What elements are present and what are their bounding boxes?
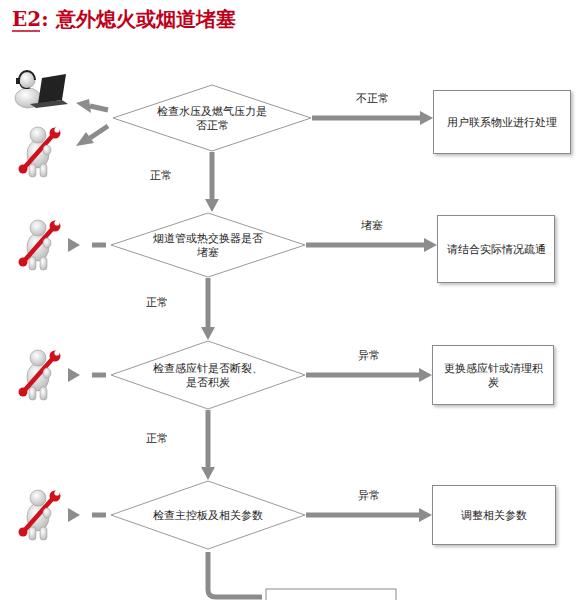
flow-arrow	[306, 238, 437, 252]
operator-icon	[15, 71, 68, 108]
edge-label: 正常	[144, 432, 170, 446]
edge-label: 正常	[144, 296, 170, 310]
flow-arrow	[306, 368, 432, 382]
node-text: 调整相关参数	[461, 508, 527, 522]
technician-icon	[19, 127, 61, 177]
process-box: 用户联系物业进行处理	[433, 90, 571, 154]
flow-arrow	[312, 111, 433, 125]
process-box: 请结合实际情况疏通	[437, 215, 555, 283]
node-text: 检查水压及燃气压力是否正常	[156, 104, 268, 132]
technician-icon	[19, 220, 61, 270]
technician-icon	[19, 350, 61, 400]
edge-label: 异常	[356, 489, 382, 503]
flow-arrow	[201, 278, 215, 340]
icon-arrows	[90, 106, 108, 515]
flow-arrow	[205, 152, 219, 212]
diamond-outline	[110, 340, 306, 410]
diamond-outline	[112, 84, 312, 152]
diagram-title: E2: 意外熄火或烟道堵塞	[12, 6, 236, 33]
edge-label: 异常	[356, 349, 382, 363]
node-text: 请结合实际情况疏通	[447, 242, 546, 256]
process-box: 更换感应针或清理积炭	[432, 345, 554, 405]
node-text: 检查感应针是否断裂、是否积炭	[153, 361, 263, 389]
decision-diamond: 检查水压及燃气压力是否正常	[112, 84, 312, 152]
node-text: 烟道管或热交换器是否堵塞	[153, 231, 263, 259]
continuation-line	[208, 552, 262, 597]
diamond-outline	[110, 212, 306, 278]
edge-label: 不正常	[354, 92, 391, 106]
node-text: 更换感应针或清理积炭	[441, 361, 545, 389]
technician-icon	[19, 490, 61, 540]
flow-arrow	[306, 508, 432, 522]
edge-label: 堵塞	[359, 219, 385, 233]
flow-arrow	[201, 410, 215, 480]
decision-diamond: 烟道管或热交换器是否堵塞	[110, 212, 306, 278]
node-text: 用户联系物业进行处理	[447, 115, 557, 129]
edge-label: 正常	[148, 169, 174, 183]
process-box: 调整相关参数	[432, 485, 556, 545]
decision-diamond: 检查感应针是否断裂、是否积炭	[110, 340, 306, 410]
continuation-box	[266, 589, 396, 600]
decision-diamond: 检查主控板及相关参数	[110, 480, 306, 550]
node-text: 检查主控板及相关参数	[153, 508, 263, 522]
